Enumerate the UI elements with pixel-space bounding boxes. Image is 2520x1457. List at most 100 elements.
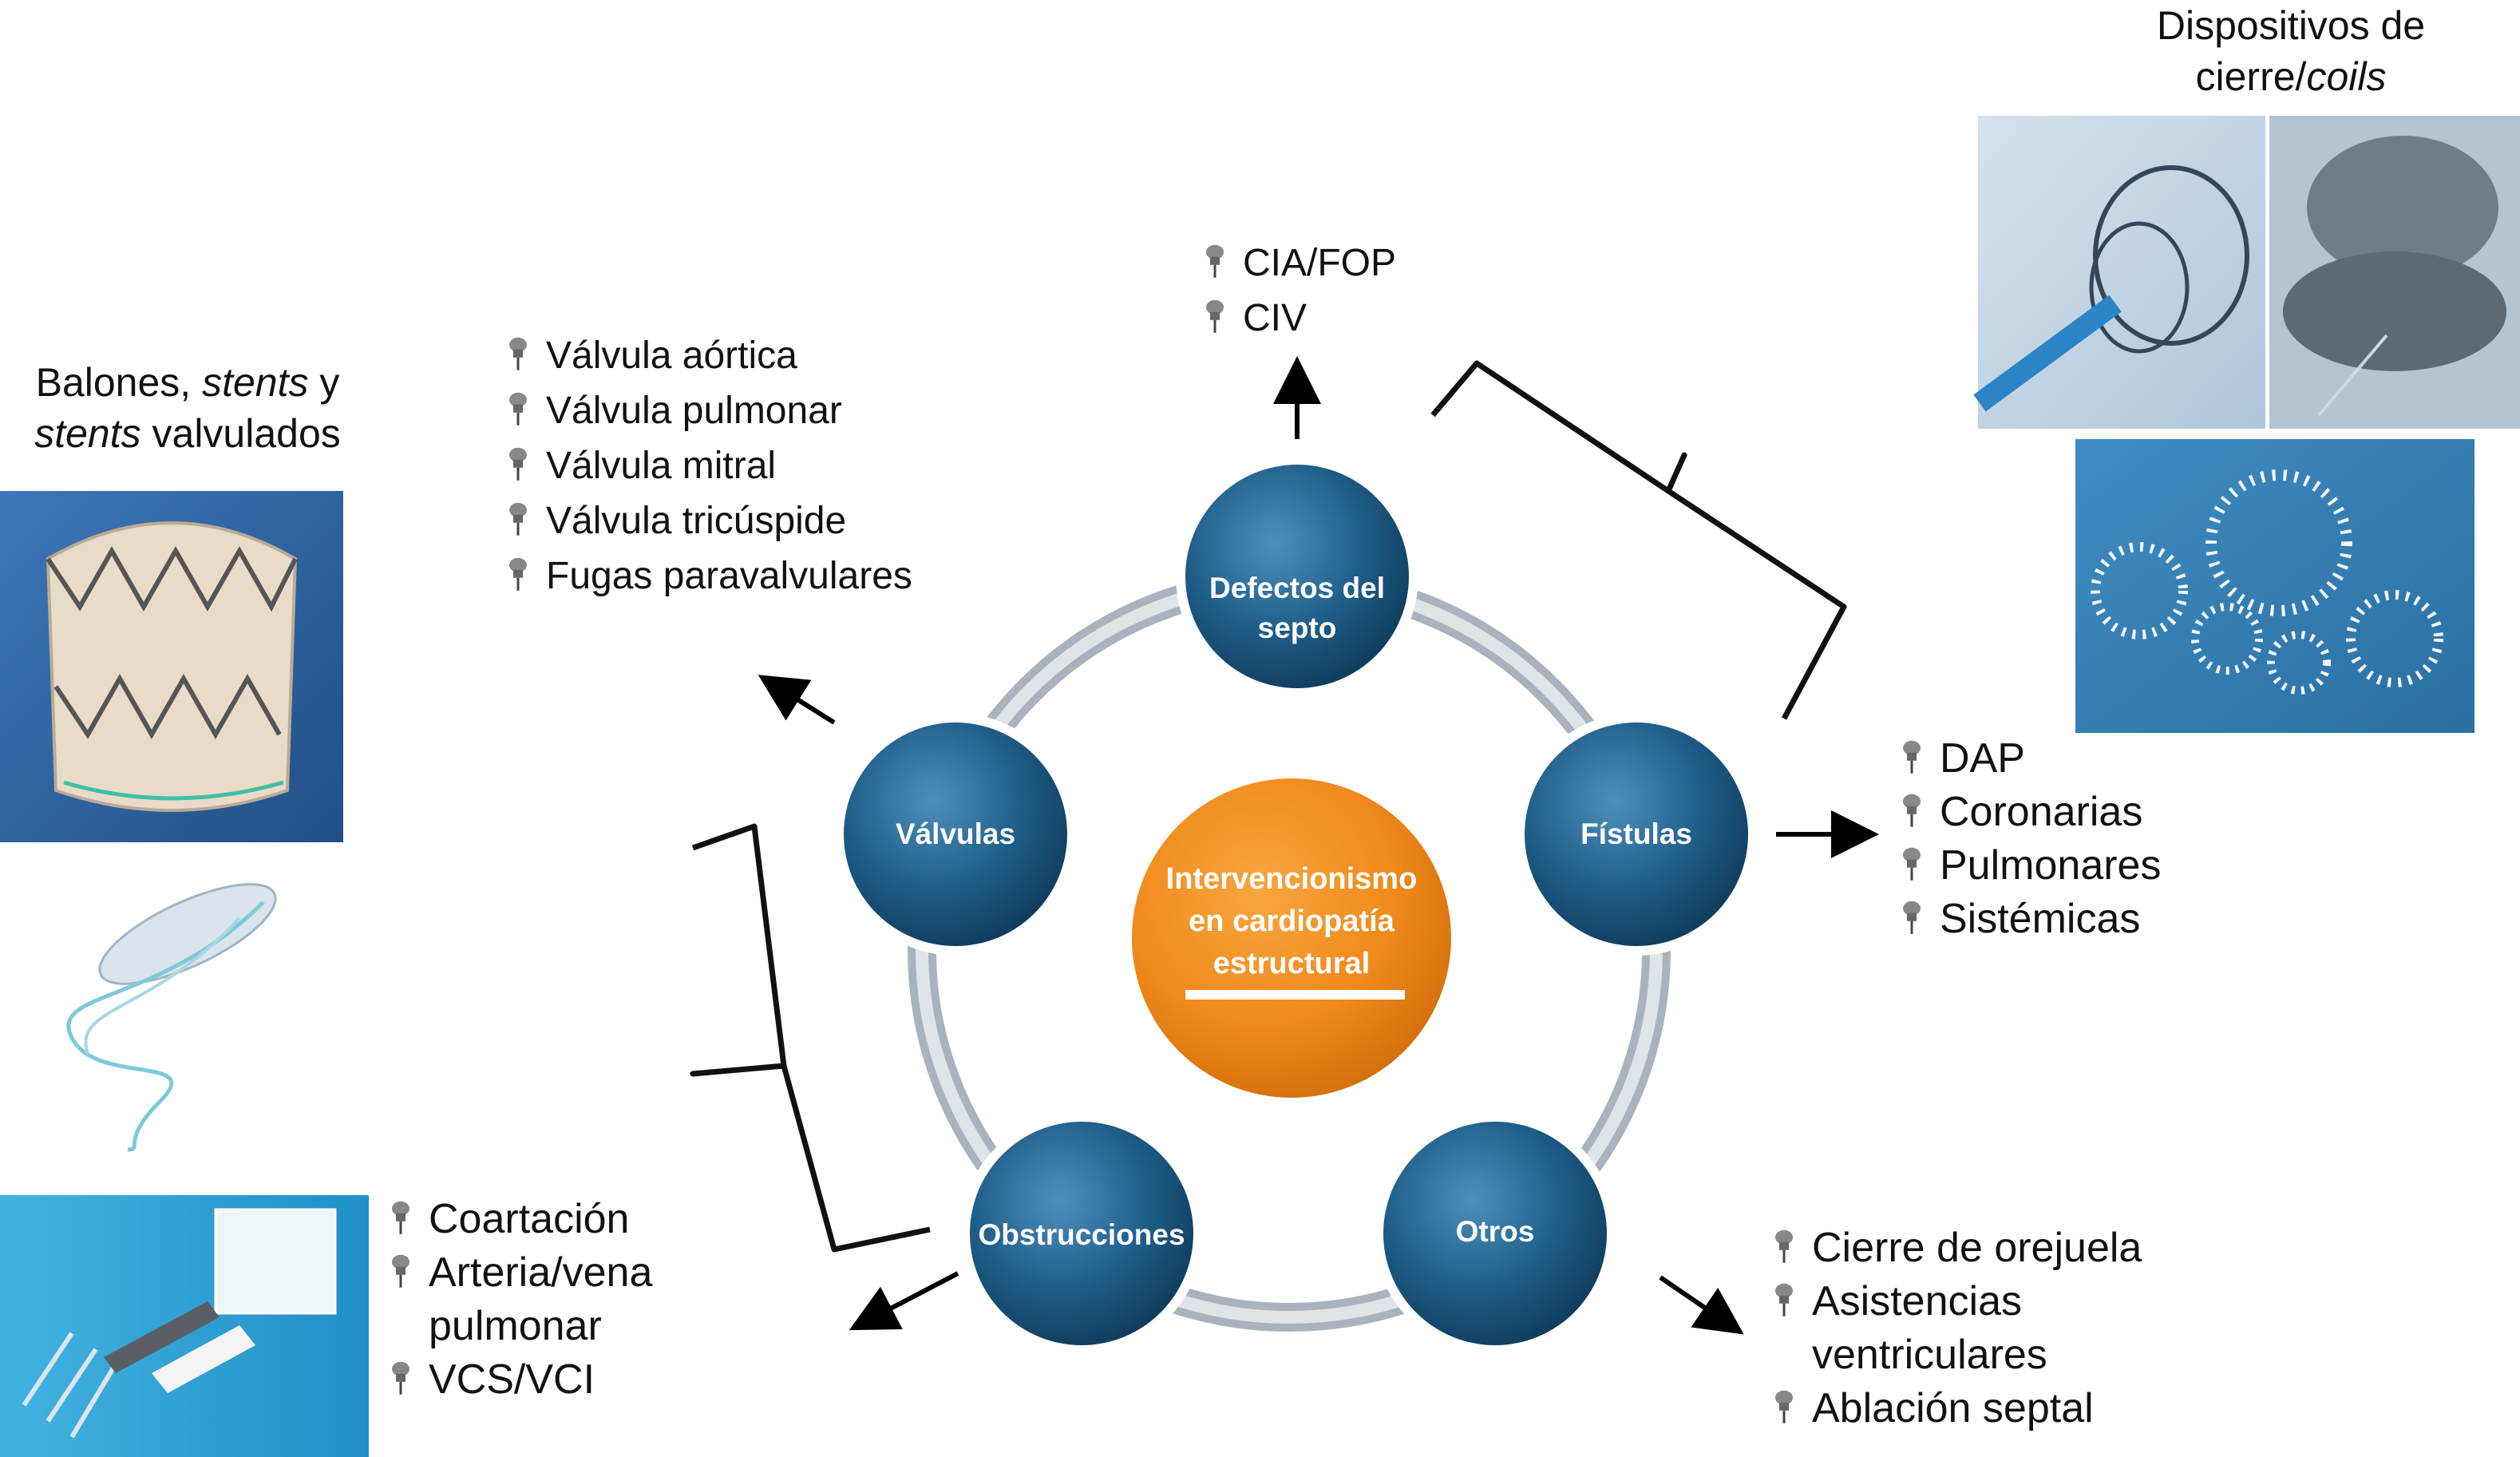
node-otros: [1374, 1112, 1616, 1355]
pushpin-icon: [1903, 901, 1921, 934]
pushpin-icon: [1206, 299, 1224, 333]
pushpin-icon: [1775, 1283, 1793, 1316]
list-item-text: CIV: [1243, 297, 1307, 339]
list-item: VCS/VCI: [387, 1353, 652, 1407]
caption-balloons-stents: Balones, stents y stents valvulados: [0, 357, 375, 459]
list-item-text: Arteria/vena: [429, 1249, 653, 1296]
list-item: Sistémicas: [1898, 893, 2161, 946]
node-label-obstrucciones: Obstrucciones: [978, 1218, 1185, 1251]
list-item-text: Válvula tricúspide: [546, 500, 847, 542]
list-item: Válvula tricúspide: [504, 493, 912, 548]
coils-photo: [2075, 439, 2475, 733]
list-item: Arteria/vena: [387, 1246, 652, 1300]
list-item: Fugas paravalvulares: [504, 548, 912, 604]
list-item-continuation: ventriculares: [1770, 1328, 2142, 1382]
list-fistulas: DAP Coronarias Pulmonares Sistémicas: [1898, 732, 2161, 946]
pushpin-icon: [392, 1254, 409, 1288]
pushpin-icon: [392, 1201, 409, 1234]
node-fistulas: [1515, 713, 1758, 956]
node-label-defectos-line1: Defectos del: [1209, 572, 1385, 604]
list-item-text: Coartación: [429, 1196, 630, 1242]
list-item: Coartación: [387, 1193, 652, 1246]
list-item-text: Válvula mitral: [546, 445, 777, 487]
pushpin-icon: [1903, 794, 1921, 827]
pushpin-icon: [509, 392, 527, 426]
list-item: Válvula aórtica: [504, 328, 912, 383]
list-defectos: CIA/FOP CIV: [1201, 236, 1396, 346]
pushpin-icon: [1206, 244, 1224, 278]
caption-closure-devices: Dispositivos de cierre/coils: [2091, 0, 2490, 102]
list-item: Válvula pulmonar: [504, 383, 912, 438]
list-item: Válvula mitral: [504, 438, 912, 493]
list-item-text: Fugas paravalvulares: [546, 555, 912, 597]
valve-stent-photo: [0, 491, 343, 842]
pushpin-icon: [509, 337, 527, 370]
caption-left-part3: y: [308, 360, 340, 405]
caption-balloons-line2: stents valvulados: [0, 408, 375, 459]
center-label-line2: en cardiopatía: [1189, 905, 1395, 938]
list-item-continuation: pulmonar: [387, 1300, 652, 1353]
list-item: Pulmonares: [1898, 839, 2161, 893]
pushpin-icon: [1903, 847, 1921, 881]
caption-right-line2-part2: coils: [2306, 54, 2387, 99]
right-brace-icon: [1430, 360, 1847, 720]
list-item-text: Sistémicas: [1940, 896, 2141, 942]
list-item-text: Coronarias: [1940, 789, 2143, 835]
list-item-text: ventriculares: [1812, 1332, 2047, 1378]
node-label-defectos: Defectos del septo: [1185, 568, 1409, 648]
pushpin-icon: [509, 557, 527, 591]
pushpin-icon: [1903, 740, 1921, 774]
list-item: Ablación septal: [1770, 1382, 2142, 1435]
node-label-otros: Otros: [1455, 1215, 1535, 1248]
list-item-text: Pulmonares: [1940, 842, 2162, 889]
arrow-icon-valvulas: [758, 675, 836, 725]
list-item-text: DAP: [1940, 735, 2025, 782]
list-item-text: Ablación septal: [1812, 1385, 2094, 1431]
node-defectos: [1176, 455, 1418, 698]
list-item-text: Válvula aórtica: [546, 335, 797, 377]
caption-left-part1: Balones,: [35, 360, 203, 405]
node-label-fistulas: Fístulas: [1580, 818, 1692, 850]
caption-right-line2-part1: cierre/: [2195, 54, 2307, 99]
left-brace-icon: [690, 823, 931, 1253]
center-label-line3: estructural: [1213, 947, 1371, 980]
caption-left-part5: valvulados: [140, 411, 341, 456]
list-item-text: Válvula pulmonar: [546, 390, 842, 432]
caption-right-line2: cierre/coils: [2091, 51, 2490, 102]
node-valvulas: [834, 713, 1077, 956]
list-item: Cierre de orejuela: [1770, 1221, 2142, 1275]
node-label-valvulas: Válvulas: [895, 818, 1016, 850]
arrow-icon-obstrucciones: [849, 1271, 959, 1331]
list-item-text: Asistencias: [1812, 1278, 2022, 1324]
center-label-line1: Intervencionismo: [1165, 862, 1418, 896]
list-item: Coronarias: [1898, 786, 2161, 839]
pushpin-icon: [509, 447, 527, 481]
list-otros: Cierre de orejuela Asistencias ventricul…: [1770, 1221, 2142, 1435]
list-item-text: CIA/FOP: [1243, 242, 1397, 284]
list-item-text: VCS/VCI: [429, 1356, 595, 1403]
node-obstrucciones: [960, 1112, 1203, 1355]
occluder-photo-2: [2269, 116, 2520, 429]
center-node: [1124, 770, 1459, 1106]
pushpin-icon: [1775, 1229, 1793, 1263]
pushpin-icon: [392, 1361, 409, 1395]
list-item: Asistencias: [1770, 1275, 2142, 1328]
node-label-defectos-line2: septo: [1257, 612, 1337, 644]
pushpin-icon: [1775, 1390, 1793, 1423]
list-item: DAP: [1898, 732, 2161, 786]
caption-left-part4: stents: [34, 411, 141, 456]
arrow-icon-otros: [1659, 1275, 1744, 1335]
list-item-text: pulmonar: [429, 1303, 602, 1349]
list-valvulas: Válvula aórtica Válvula pulmonar Válvula…: [504, 328, 912, 604]
stents-photo: [0, 1195, 369, 1457]
list-item-text: Cierre de orejuela: [1812, 1225, 2142, 1271]
list-item: CIA/FOP: [1201, 236, 1396, 291]
center-label: Intervencionismo en cardiopatía estructu…: [1140, 858, 1443, 985]
balloon-catheter-photo: [32, 878, 319, 1166]
caption-right-line1: Dispositivos de: [2156, 3, 2426, 48]
list-obstrucciones: Coartación Arteria/vena pulmonar VCS/VCI: [387, 1193, 652, 1407]
caption-balloons-line1: Balones, stents y: [0, 357, 375, 408]
caption-left-part2: stents: [202, 360, 309, 405]
pushpin-icon: [509, 502, 527, 536]
